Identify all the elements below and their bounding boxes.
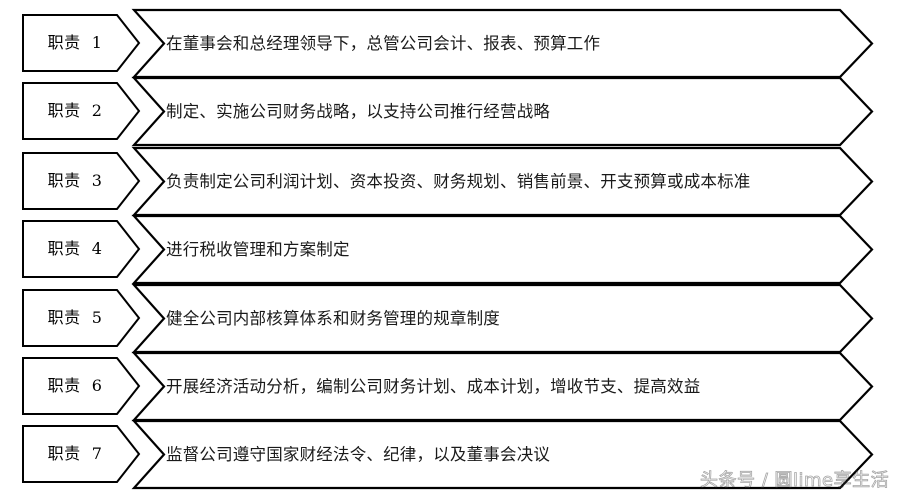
diagram-row: 职责 5 健全公司内部核算体系和财务管理的规章制度 [0, 283, 903, 354]
row-label-shape [22, 357, 141, 415]
row-label-text: 职责 7 [47, 444, 103, 463]
row-label-shape [22, 425, 141, 483]
diagram-row: 职责 7 监督公司遵守国家财经法令、纪律，以及董事会决议 [0, 419, 903, 490]
row-label-text: 职责 1 [47, 33, 103, 52]
row-description-text: 健全公司内部核算体系和财务管理的规章制度 [166, 308, 500, 328]
row-label-shape [22, 82, 141, 140]
diagram-row: 职责 6 开展经济活动分析，编制公司财务计划、成本计划，增收节支、提高效益 [0, 351, 903, 422]
diagram-row: 职责 4 进行税收管理和方案制定 [0, 214, 903, 285]
row-description-text: 开展经济活动分析，编制公司财务计划、成本计划，增收节支、提高效益 [166, 376, 701, 396]
row-description-text: 进行税收管理和方案制定 [166, 239, 350, 259]
row-label-shape [22, 220, 141, 278]
row-label-text: 职责 2 [47, 101, 103, 120]
row-label-shape [22, 289, 141, 347]
row-label-text: 职责 5 [47, 308, 103, 327]
diagram-row: 职责 2 制定、实施公司财务战略，以支持公司推行经营战略 [0, 76, 903, 147]
row-description-text: 在董事会和总经理领导下，总管公司会计、报表、预算工作 [166, 33, 601, 53]
row-label-text: 职责 3 [47, 171, 103, 190]
row-label-text: 职责 6 [47, 376, 103, 395]
diagram-row: 职责 1 在董事会和总经理领导下，总管公司会计、报表、预算工作 [0, 8, 903, 79]
watermark: 头条号 / 圆lime享生活 [700, 466, 898, 492]
row-arrow-shape [131, 76, 874, 147]
row-label-shape [22, 14, 141, 72]
row-arrow-shape [131, 214, 874, 285]
row-arrow-shape [131, 419, 874, 490]
watermark-text: 头条号 / 圆lime享生活 [700, 470, 890, 492]
diagram-row: 职责 3 负责制定公司利润计划、资本投资、财务规划、销售前景、开支预算或成本标准 [0, 146, 903, 217]
row-label-text: 职责 4 [47, 239, 103, 258]
row-description-text: 负责制定公司利润计划、资本投资、财务规划、销售前景、开支预算或成本标准 [166, 171, 751, 191]
row-description-text: 制定、实施公司财务战略，以支持公司推行经营战略 [166, 101, 551, 121]
row-label-shape [22, 152, 141, 210]
row-description-text: 监督公司遵守国家财经法令、纪律，以及董事会决议 [166, 444, 551, 464]
